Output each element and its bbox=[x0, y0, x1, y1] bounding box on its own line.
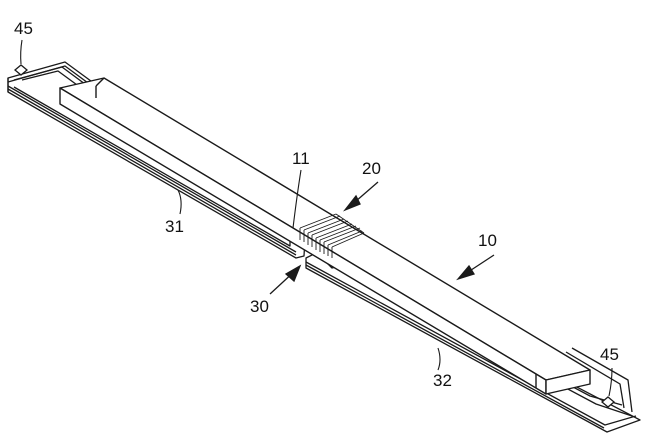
core-front-face bbox=[59, 87, 547, 395]
core-end-face bbox=[545, 369, 591, 395]
leader-lines bbox=[20, 39, 613, 397]
core-top-face bbox=[59, 77, 591, 381]
terminal-pad-left bbox=[13, 64, 29, 76]
numeral-11: 11 bbox=[292, 149, 310, 168]
numeral-10: 10 bbox=[478, 231, 497, 250]
numeral-31: 31 bbox=[165, 217, 184, 236]
numeral-20: 20 bbox=[362, 159, 381, 178]
numeral-32: 32 bbox=[433, 371, 452, 390]
coil-windings bbox=[299, 213, 365, 258]
terminal-pad-right bbox=[600, 396, 616, 408]
terminal-pads bbox=[13, 64, 616, 408]
numeral-30: 30 bbox=[250, 297, 269, 316]
leader-arrows bbox=[269, 181, 495, 295]
numeral-45-left: 45 bbox=[14, 19, 33, 38]
core-bar bbox=[59, 77, 591, 395]
numeral-45-right: 45 bbox=[600, 345, 619, 364]
